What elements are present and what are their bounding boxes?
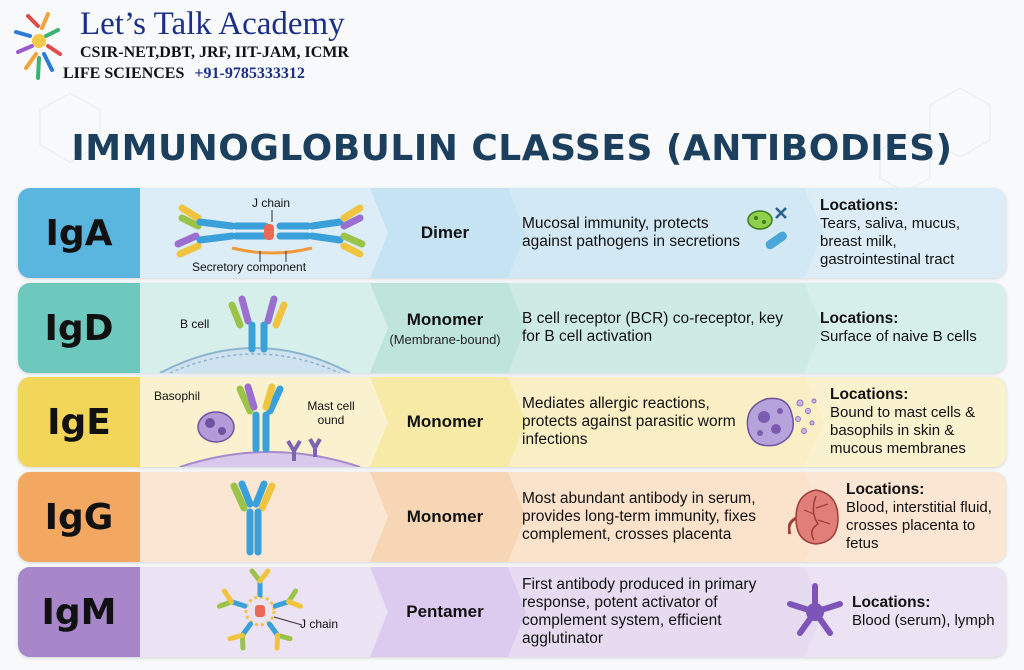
locations-text: Blood (serum), lymph [852, 612, 995, 629]
structure-type: Pentamer [406, 602, 484, 621]
locations-heading: Locations: [820, 197, 899, 214]
pentamer-icon [787, 583, 843, 636]
locations-text: Blood, interstitial fluid, crosses place… [846, 499, 992, 552]
academy-name: Let’s Talk Academy [80, 6, 345, 42]
class-locations: Locations: Blood, interstitial fluid, cr… [846, 472, 1002, 562]
row-ige: IgE Basophil Mast cell ound Monomer Medi… [18, 377, 1006, 467]
type-panel-arrow [370, 377, 526, 467]
j-chain-label: J chain [252, 196, 291, 210]
academy-logo [14, 12, 62, 80]
secretory-component-label: Secretory component [192, 260, 307, 274]
type-panel-arrow [370, 472, 526, 562]
function-panel-arrow [508, 472, 824, 562]
academy-exams: CSIR-NET,DBT, JRF, IIT-JAM, ICMR [80, 44, 349, 61]
type-panel-arrow [370, 283, 526, 373]
b-cell-label: B cell [180, 317, 210, 331]
function-panel-arrow [508, 188, 824, 278]
academy-subject-line: LIFE SCIENCES +91-9785333312 [63, 65, 305, 83]
iga-dimer-diagram [174, 204, 366, 262]
class-tab: IgG [18, 472, 140, 562]
class-tab: IgA [18, 188, 140, 278]
function-text: Most abundant antibody in serum, provide… [522, 490, 757, 543]
structure-type: Monomer [406, 507, 484, 526]
igd-membrane-diagram [159, 295, 351, 373]
function-text: First antibody produced in primary respo… [522, 576, 757, 647]
class-function: Most abundant antibody in serum, provide… [520, 472, 790, 562]
locations-heading: Locations: [820, 310, 899, 327]
structure-type: Monomer [406, 412, 484, 431]
structure-type: Monomer [406, 309, 484, 329]
class-structure: Pentamer [370, 567, 520, 657]
row-igg: IgG Monomer Most abundant antibody in se… [18, 472, 1006, 562]
function-panel-arrow [508, 377, 824, 467]
class-structure: Dimer [370, 188, 520, 278]
type-panel-arrow [370, 567, 526, 657]
class-structure: Monomer (Membrane-bound) [370, 283, 520, 373]
page-title: IMMUNOGLOBULIN CLASSES (ANTIBODIES) [71, 128, 953, 169]
locations-text: Bound to mast cells & basophils in skin … [830, 404, 976, 457]
mast-cell-label: Mast cell ound [307, 399, 355, 427]
class-tab: IgD [18, 283, 140, 373]
structure-type: Dimer [420, 223, 470, 242]
row-igm: IgM J chain Pentamer First antibody prod… [18, 567, 1006, 657]
academy-subject: LIFE SCIENCES [63, 65, 185, 82]
function-text: Mediates allergic reactions, protects ag… [522, 395, 736, 448]
class-function: First antibody produced in primary respo… [520, 567, 788, 657]
structure-note: (Membrane-bound) [389, 331, 501, 347]
function-panel-arrow [508, 283, 824, 373]
class-locations: Locations: Tears, saliva, mucus, breast … [820, 188, 1000, 278]
type-panel-arrow [370, 188, 526, 278]
class-function: Mediates allergic reactions, protects ag… [520, 377, 738, 467]
academy-phone: +91-9785333312 [194, 65, 305, 82]
bacteria-icon [747, 207, 787, 250]
class-tab: IgM [18, 567, 140, 657]
basophil-degranulation-icon [746, 397, 817, 447]
function-panel-arrow [508, 567, 824, 657]
locations-text: Surface of naive B cells [820, 328, 977, 345]
locations-heading: Locations: [830, 386, 909, 403]
locations-heading: Locations: [846, 481, 925, 498]
placenta-icon [788, 489, 839, 545]
class-locations: Locations: Surface of naive B cells [820, 283, 1000, 373]
class-locations: Locations: Blood (serum), lymph [852, 567, 1002, 657]
function-text: B cell receptor (BCR) co-receptor, key f… [522, 310, 784, 345]
igg-monomer-diagram [230, 480, 276, 556]
class-locations: Locations: Bound to mast cells & basophi… [830, 377, 1000, 467]
row-igd: IgD B cell Monomer (Membrane-bound) B ce… [18, 283, 1006, 373]
class-function: B cell receptor (BCR) co-receptor, key f… [520, 283, 800, 373]
locations-heading: Locations: [852, 594, 931, 611]
ige-cell-bound-diagram [179, 383, 361, 467]
class-function: Mucosal immunity, protects against patho… [520, 188, 758, 278]
class-tab: IgE [18, 377, 140, 467]
j-chain-label: J chain [300, 617, 339, 631]
basophil-label: Basophil [154, 389, 201, 403]
class-structure: Monomer [370, 472, 520, 562]
igm-pentamer-diagram [216, 568, 304, 651]
function-text: Mucosal immunity, protects against patho… [522, 215, 741, 250]
class-structure: Monomer [370, 377, 520, 467]
row-iga: IgA J chain Secretory component [18, 188, 1006, 278]
locations-text: Tears, saliva, mucus, breast milk, gastr… [820, 215, 961, 268]
